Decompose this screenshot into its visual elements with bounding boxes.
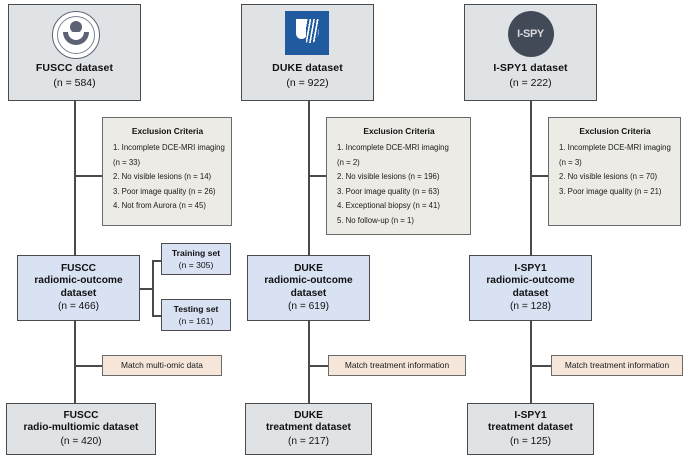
radiomic-box-ispy1[interactable]: I-SPY1 radiomic-outcome dataset (n = 128… xyxy=(469,255,592,321)
result-line1-ispy1: I-SPY1 xyxy=(514,409,547,421)
radiomic-line1-duke: DUKE xyxy=(294,262,323,274)
connector-fuscc-to-exclusion xyxy=(74,175,103,177)
result-line2-ispy1: treatment dataset xyxy=(488,422,573,434)
radiomic-count-duke: (n = 619) xyxy=(287,300,330,312)
ispy-circle-logo-icon: I-SPY xyxy=(507,11,554,58)
exclusion-item: 2. No visible lesions (n = 14) xyxy=(113,172,212,182)
match-box-fuscc[interactable]: Match multi-omic data xyxy=(102,355,222,376)
connector-ispy-radiomic-to-result xyxy=(530,320,532,403)
exclusion-box-duke: Exclusion Criteria 1. Incomplete DCE-MRI… xyxy=(326,117,471,235)
connector-duke-source-to-radiomic xyxy=(308,100,310,255)
match-box-duke[interactable]: Match treatment information xyxy=(328,355,466,376)
radiomic-line2-fuscc: radiomic-outcome xyxy=(34,275,123,287)
source-box-duke[interactable]: DUKE dataset (n = 922) xyxy=(241,4,374,101)
split-label-training: Training set xyxy=(171,248,221,259)
exclusion-item: 1. Incomplete DCE-MRI imaging xyxy=(559,143,671,152)
result-count-duke: (n = 217) xyxy=(287,435,330,447)
match-label-fuscc: Match multi-omic data xyxy=(121,360,203,371)
match-label-ispy1: Match treatment information xyxy=(564,360,670,371)
split-count-training: (n = 305) xyxy=(178,259,214,270)
radiomic-count-fuscc: (n = 466) xyxy=(57,300,100,312)
connector-ispy-to-exclusion xyxy=(530,175,548,177)
connector-duke-to-match xyxy=(308,365,329,367)
result-line1-fuscc: FUSCC xyxy=(63,409,99,421)
radiomic-box-duke[interactable]: DUKE radiomic-outcome dataset (n = 619) xyxy=(247,255,370,321)
radiomic-count-ispy1: (n = 128) xyxy=(509,300,552,312)
split-count-testing: (n = 161) xyxy=(178,315,214,326)
source-box-ispy1[interactable]: I-SPY I-SPY1 dataset (n = 222) xyxy=(464,4,597,101)
exclusion-heading-duke: Exclusion Criteria xyxy=(363,126,435,136)
source-title-fuscc: FUSCC dataset xyxy=(35,62,114,75)
radiomic-line1-ispy1: I-SPY1 xyxy=(514,262,547,274)
exclusion-item: (n = 33) xyxy=(113,157,141,167)
exclusion-item: (n = 2) xyxy=(337,157,360,167)
split-box-testing-set[interactable]: Testing set (n = 161) xyxy=(161,299,231,331)
connector-ispy-source-to-radiomic xyxy=(530,100,532,255)
match-box-ispy1[interactable]: Match treatment information xyxy=(551,355,683,376)
duke-shield-logo-icon xyxy=(284,11,331,57)
source-count-ispy1: (n = 222) xyxy=(509,77,552,89)
exclusion-item: 4. Not from Aurora (n = 45) xyxy=(113,201,206,211)
exclusion-item: 3. Poor image quality (n = 26) xyxy=(113,186,216,196)
connector-duke-to-exclusion xyxy=(308,175,327,177)
exclusion-item: 5. No follow-up (n = 1) xyxy=(337,215,414,225)
exclusion-item: 4. Exceptional biopsy (n = 41) xyxy=(337,201,440,211)
result-line1-duke: DUKE xyxy=(294,409,323,421)
exclusion-item: (n = 3) xyxy=(559,157,582,167)
result-box-duke[interactable]: DUKE treatment dataset (n = 217) xyxy=(245,403,372,455)
source-count-fuscc: (n = 584) xyxy=(53,77,96,89)
connector-ispy-to-match xyxy=(530,365,552,367)
source-title-ispy1: I-SPY1 dataset xyxy=(493,62,568,75)
match-label-duke: Match treatment information xyxy=(344,360,450,371)
exclusion-box-fuscc: Exclusion Criteria 1. Incomplete DCE-MRI… xyxy=(102,117,232,226)
exclusion-heading-fuscc: Exclusion Criteria xyxy=(131,126,204,136)
ispy-logo-text: I-SPY xyxy=(517,28,544,41)
exclusion-item: 2. No visible lesions (n = 196) xyxy=(337,172,440,182)
connector-fuscc-radiomic-split-stem xyxy=(140,288,154,290)
result-line2-duke: treatment dataset xyxy=(266,422,351,434)
exclusion-item: 3. Poor image quality (n = 21) xyxy=(559,186,662,196)
result-count-ispy1: (n = 125) xyxy=(509,435,552,447)
exclusion-heading-ispy1: Exclusion Criteria xyxy=(579,126,651,136)
exclusion-item: 1. Incomplete DCE-MRI imaging xyxy=(113,143,225,152)
split-box-training-set[interactable]: Training set (n = 305) xyxy=(161,243,231,275)
fuscc-seal-logo-icon xyxy=(51,11,100,60)
radiomic-line2-ispy1: radiomic-outcome xyxy=(486,275,575,287)
exclusion-item: 3. Poor image quality (n = 63) xyxy=(337,186,440,196)
radiomic-line3-ispy1: dataset xyxy=(512,287,549,299)
source-box-fuscc[interactable]: FUSCC dataset (n = 584) xyxy=(8,4,141,101)
exclusion-item: 1. Incomplete DCE-MRI imaging xyxy=(337,143,449,152)
radiomic-line3-fuscc: dataset xyxy=(60,287,97,299)
connector-duke-radiomic-to-result xyxy=(308,320,310,403)
source-title-duke: DUKE dataset xyxy=(272,62,343,75)
result-count-fuscc: (n = 420) xyxy=(60,435,102,447)
radiomic-line2-duke: radiomic-outcome xyxy=(264,275,353,287)
exclusion-item: 2. No visible lesions (n = 70) xyxy=(559,172,658,182)
connector-fuscc-to-match xyxy=(74,365,103,367)
result-line2-fuscc: radio-multiomic dataset xyxy=(23,422,139,434)
connector-fuscc-split-testing xyxy=(152,315,162,317)
connector-fuscc-split-riser xyxy=(152,260,154,316)
radiomic-line3-duke: dataset xyxy=(290,287,327,299)
split-label-testing: Testing set xyxy=(173,304,219,315)
connector-fuscc-source-to-radiomic xyxy=(74,100,76,255)
radiomic-line1-fuscc: FUSCC xyxy=(60,262,97,274)
source-count-duke: (n = 922) xyxy=(286,77,329,89)
connector-fuscc-split-training xyxy=(152,260,162,262)
result-box-ispy1[interactable]: I-SPY1 treatment dataset (n = 125) xyxy=(467,403,594,455)
radiomic-box-fuscc[interactable]: FUSCC radiomic-outcome dataset (n = 466) xyxy=(17,255,140,321)
exclusion-box-ispy1: Exclusion Criteria 1. Incomplete DCE-MRI… xyxy=(548,117,681,226)
result-box-fuscc[interactable]: FUSCC radio-multiomic dataset (n = 420) xyxy=(6,403,156,455)
connector-fuscc-radiomic-to-result xyxy=(74,320,76,403)
